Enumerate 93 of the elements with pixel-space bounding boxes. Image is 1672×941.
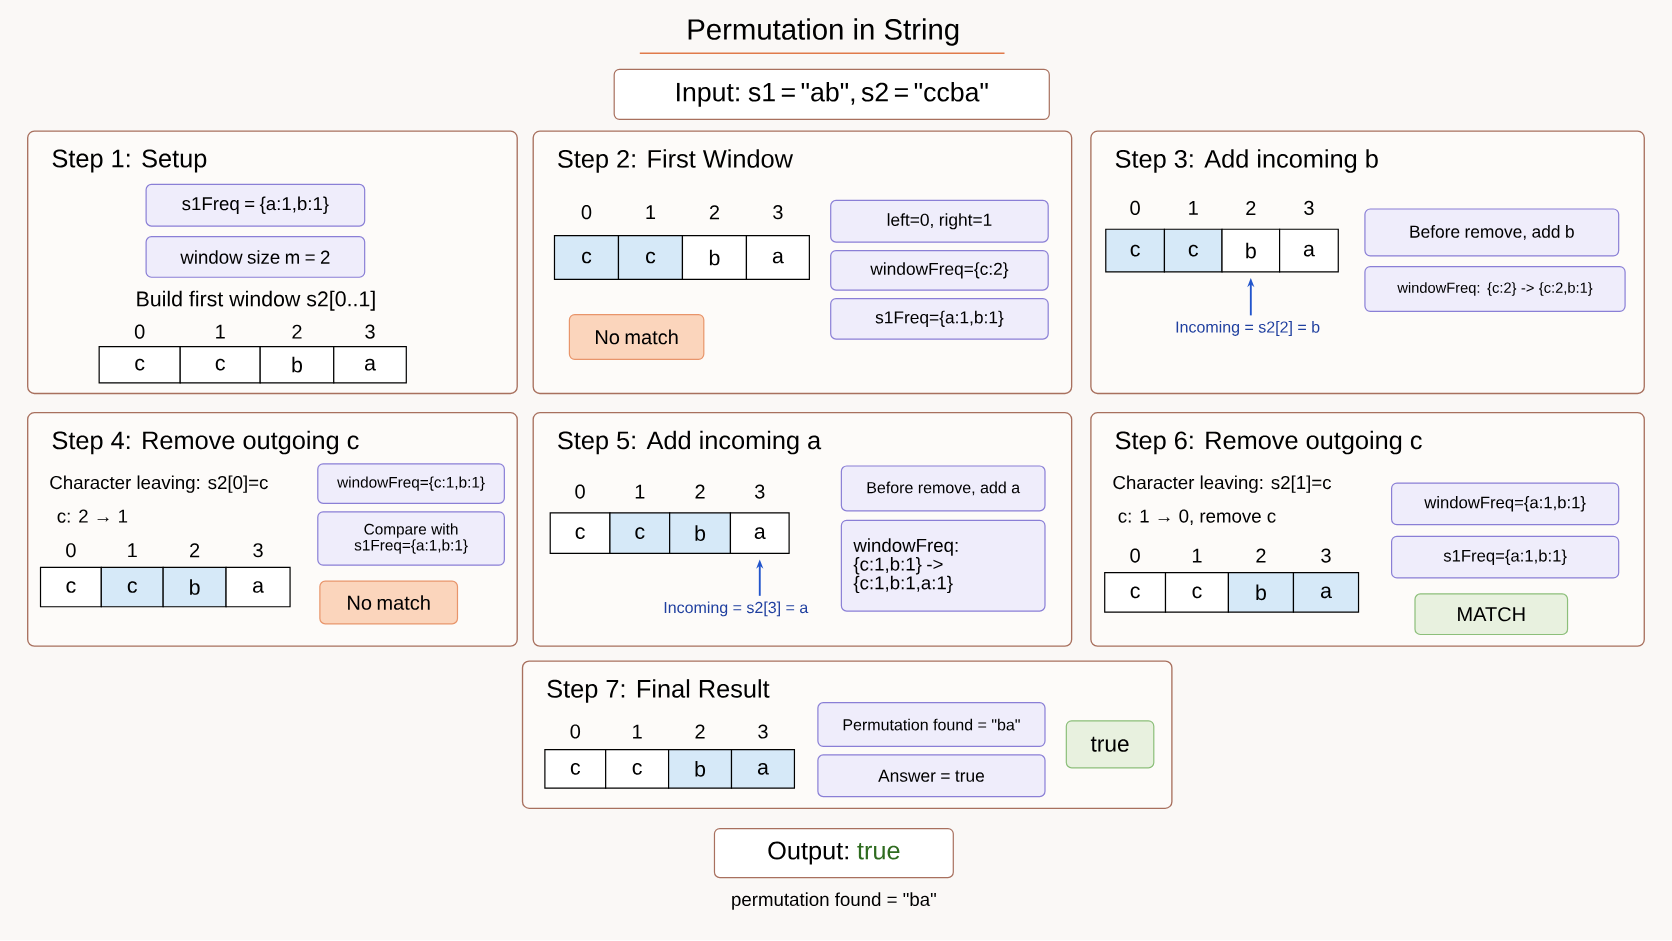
array-cell: b: [1221, 228, 1281, 273]
array-cell: c: [549, 512, 611, 555]
array-cell: a: [729, 512, 790, 555]
index-number: 0: [1130, 548, 1140, 563]
step-heading: Step 4: Remove outgoing c: [52, 430, 359, 455]
index-number: 1: [1189, 201, 1198, 216]
array-cell: c: [98, 346, 181, 384]
array-cell: c: [100, 566, 164, 608]
array-cell: a: [1292, 572, 1360, 613]
array-cell: a: [1279, 228, 1339, 273]
pointer-label: Incoming = s2[3] = a: [664, 601, 809, 617]
info-box: left=0, right=1: [830, 200, 1049, 243]
info-box: windowFreq={c:1,b:1}: [317, 463, 505, 505]
array-cell: b: [162, 566, 227, 608]
array-cell: c: [544, 749, 607, 789]
info-box: Before remove, add b: [1364, 208, 1620, 257]
index-number: 2: [695, 484, 705, 499]
index-number: 1: [633, 724, 642, 739]
title: Permutation in String: [688, 18, 959, 46]
note-text: c: 2 → 1: [57, 509, 128, 523]
info-box: s1Freq={a:1,b:1}: [1391, 536, 1620, 579]
array-cell: c: [1163, 228, 1223, 273]
result-badge: MATCH: [1414, 593, 1569, 636]
index-number: 2: [695, 724, 705, 739]
array-cell: b: [668, 749, 733, 789]
array-cell: c: [1105, 228, 1166, 273]
result-badge: No match: [319, 580, 459, 625]
result-badge: No match: [568, 314, 705, 361]
index-number: 2: [190, 543, 200, 558]
note-text: c: 1 → 0, remove c: [1118, 509, 1276, 526]
info-box: windowFreq={c:2}: [830, 250, 1049, 291]
index-number: 2: [1256, 548, 1266, 563]
index-number: 3: [253, 543, 263, 558]
input-box: Input: s1 = "ab", s2 = "ccba": [613, 68, 1050, 121]
index-number: 0: [575, 484, 585, 499]
array-cell: c: [609, 512, 671, 555]
index-number: 1: [635, 484, 645, 499]
index-number: 3: [365, 324, 375, 339]
info-box: Compare with s1Freq={a:1,b:1}: [317, 511, 505, 566]
array-cell: c: [39, 566, 102, 608]
array-cell: a: [333, 346, 407, 384]
info-box: windowFreq={a:1,b:1}: [1391, 482, 1620, 526]
index-number: 1: [128, 543, 137, 558]
input-box: Output: true: [713, 828, 954, 879]
index-number: 1: [1192, 548, 1202, 563]
step-heading: Step 1: Setup: [52, 149, 207, 173]
info-box: Permutation found = "ba": [817, 702, 1046, 748]
array-cell: b: [1227, 572, 1295, 613]
index-number: 2: [1246, 201, 1256, 216]
array-cell: c: [617, 235, 684, 281]
array-cell: b: [669, 512, 732, 555]
step-heading: Step 5: Add incoming a: [558, 430, 822, 455]
caption-text: permutation found = "ba": [732, 892, 936, 910]
index-number: 3: [754, 484, 765, 499]
note-text: Character leaving: s2[1]=c: [1113, 475, 1332, 494]
index-number: 2: [709, 205, 719, 220]
pointer-label: Incoming = s2[2] = b: [1176, 321, 1320, 337]
index-number: 3: [1304, 201, 1314, 216]
index-number: 3: [758, 724, 768, 739]
index-number: 1: [646, 205, 656, 220]
info-box: s1Freq = {a:1,b:1}: [145, 184, 366, 227]
index-number: 1: [216, 325, 225, 339]
array-cell: b: [259, 346, 335, 384]
array-cell: a: [745, 235, 810, 281]
info-box: s1Freq={a:1,b:1}: [830, 298, 1049, 340]
note-text: Character leaving: s2[0]=c: [50, 475, 268, 494]
array-cell: a: [225, 566, 291, 608]
array-cell: c: [553, 235, 620, 281]
index-number: 3: [1321, 548, 1331, 563]
info-box: window size m = 2: [145, 236, 366, 279]
note-text: Build first window s2[0..1]: [137, 291, 375, 311]
index-number: 0: [134, 324, 145, 339]
step-heading: Step 2: First Window: [558, 149, 793, 174]
index-number: 0: [1130, 201, 1140, 216]
array-cell: c: [1164, 572, 1230, 613]
index-number: 3: [773, 205, 783, 220]
array-cell: c: [605, 749, 670, 789]
array-cell: c: [1104, 572, 1167, 613]
array-cell: b: [681, 235, 748, 281]
index-number: 2: [292, 324, 302, 339]
index-number: 0: [570, 724, 581, 739]
info-box: windowFreq: {c:1,b:1} -> {c:1,b:1,a:1}: [840, 520, 1046, 612]
result-badge: true: [1065, 720, 1155, 769]
index-number: 0: [66, 543, 76, 558]
info-box: Answer = true: [817, 754, 1046, 798]
array-cell: a: [730, 749, 796, 789]
index-number: 0: [581, 205, 592, 220]
step-heading: Step 7: Final Result: [547, 679, 770, 704]
step-heading: Step 6: Remove outgoing c: [1115, 430, 1422, 455]
array-cell: c: [179, 346, 261, 384]
info-box: Before remove, add a: [840, 465, 1046, 512]
info-box: windowFreq: {c:2} -> {c:2,b:1}: [1364, 266, 1626, 313]
step-heading: Step 3: Add incoming b: [1115, 149, 1378, 174]
